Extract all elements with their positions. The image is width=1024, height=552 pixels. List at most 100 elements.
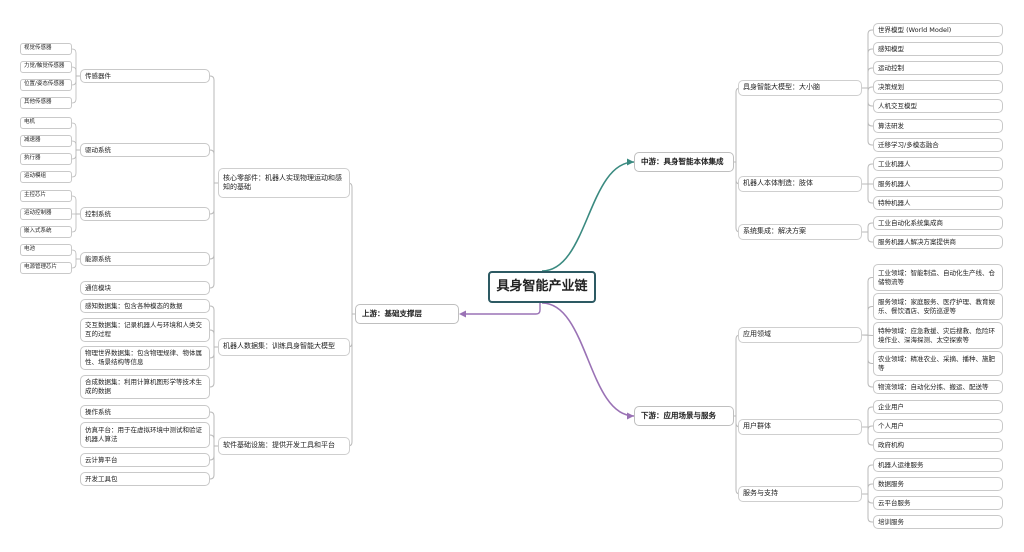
item-text: 服务机器人解决方案提供商 bbox=[878, 237, 956, 246]
services-label: 服务与支持 bbox=[743, 489, 778, 498]
leaf-text: 执行器 bbox=[24, 155, 41, 162]
big-model-item-3[interactable]: 决策规划 bbox=[873, 80, 1003, 94]
leaf-control-2[interactable]: 嵌入式系统 bbox=[20, 226, 72, 238]
root-node[interactable]: 具身智能产业链 bbox=[488, 271, 596, 303]
apps-item-4[interactable]: 物流领域：自动化分拣、搬运、配送等 bbox=[873, 380, 1003, 394]
leaf-control-0[interactable]: 主控芯片 bbox=[20, 190, 72, 202]
software-connector-3 bbox=[209, 445, 218, 480]
sensor-node[interactable]: 传感器件 bbox=[80, 69, 210, 83]
item-text: 工业机器人 bbox=[878, 159, 911, 168]
item-text: 服务领域：家庭服务、医疗护理、教育娱乐、餐饮酒店、安防巡逻等 bbox=[878, 297, 995, 315]
apps-item-0[interactable]: 工业领域：智能制造、自动化生产线、仓储物流等 bbox=[873, 264, 1003, 291]
leaf-sensor-3[interactable]: 其他传感器 bbox=[20, 97, 72, 109]
item-text: 特种领域：应急救援、灾后搜救、危险环境作业、深海探测、太空探索等 bbox=[878, 326, 995, 344]
dataset-node[interactable]: 机器人数据集：训练具身智能大模型 bbox=[218, 338, 350, 356]
apps-item-3[interactable]: 农业领域：精准农业、采摘、播种、施肥等 bbox=[873, 351, 1003, 376]
leaf-text: 电源管理芯片 bbox=[24, 264, 58, 271]
big-model-item-2[interactable]: 运动控制 bbox=[873, 61, 1003, 75]
big-model-node[interactable]: 具身智能大模型：大小脑 bbox=[738, 80, 862, 96]
big-model-item-4[interactable]: 人机交互模型 bbox=[873, 99, 1003, 113]
downstream-node[interactable]: 下游：应用场景与服务 bbox=[634, 406, 734, 426]
services-node[interactable]: 服务与支持 bbox=[738, 486, 862, 502]
dataset-connector-1 bbox=[209, 329, 218, 348]
leaf-energy-1[interactable]: 电源管理芯片 bbox=[20, 262, 72, 274]
leaf-text: 嵌入式系统 bbox=[24, 228, 52, 235]
item-text: 服务机器人 bbox=[878, 179, 911, 188]
integration-node[interactable]: 系统集成：解决方案 bbox=[738, 224, 862, 240]
item-text: 感知模型 bbox=[878, 44, 904, 53]
control-node[interactable]: 控制系统 bbox=[80, 207, 210, 221]
users-item-2[interactable]: 政府机构 bbox=[873, 438, 1003, 452]
users-node[interactable]: 用户群体 bbox=[738, 419, 862, 435]
apps-node[interactable]: 应用领域 bbox=[738, 327, 862, 343]
apps-item-2[interactable]: 特种领域：应急救援、灾后搜救、危险环境作业、深海探测、太空探索等 bbox=[873, 322, 1003, 349]
leaf-drive-2[interactable]: 执行器 bbox=[20, 153, 72, 165]
item-text: 企业用户 bbox=[878, 402, 904, 411]
control-connector-2 bbox=[71, 213, 80, 233]
leaf-text: 电机 bbox=[24, 119, 36, 126]
software-node[interactable]: 软件基础设施：提供开发工具和平台 bbox=[218, 437, 350, 455]
energy-label: 能源系统 bbox=[85, 254, 111, 263]
item-text: 个人用户 bbox=[878, 421, 904, 430]
users-item-1[interactable]: 个人用户 bbox=[873, 419, 1003, 433]
leaf-drive-0[interactable]: 电机 bbox=[20, 117, 72, 129]
body-mfg-item-1[interactable]: 服务机器人 bbox=[873, 177, 1003, 191]
software-item-3[interactable]: 开发工具包 bbox=[80, 472, 210, 486]
midstream-node[interactable]: 中游：具身智能本体集成 bbox=[634, 152, 734, 172]
midstream-connector-0 bbox=[734, 87, 741, 163]
dataset-item-2[interactable]: 物理世界数据集：包含物理规律、物体属性、场景结构等信息 bbox=[80, 346, 210, 370]
core-parts-node[interactable]: 核心零部件：机器人实现物理运动和感知的基础 bbox=[218, 168, 350, 198]
big-model-item-5[interactable]: 算法研发 bbox=[873, 119, 1003, 133]
leaf-sensor-0[interactable]: 视觉传感器 bbox=[20, 43, 72, 55]
comm-node[interactable]: 通信模块 bbox=[80, 281, 210, 295]
big-model-item-1[interactable]: 感知模型 bbox=[873, 42, 1003, 56]
apps-label: 应用领域 bbox=[743, 330, 771, 339]
upstream-label: 上游：基础支撑层 bbox=[362, 308, 422, 318]
software-item-2[interactable]: 云计算平台 bbox=[80, 453, 210, 467]
leaf-sensor-1[interactable]: 力觉/触觉传感器 bbox=[20, 61, 72, 73]
item-text: 物流领域：自动化分拣、搬运、配送等 bbox=[878, 382, 989, 391]
dataset-item-0[interactable]: 感知数据集：包含各种模态的数据 bbox=[80, 299, 210, 313]
services-item-2[interactable]: 云平台服务 bbox=[873, 496, 1003, 510]
leaf-drive-1[interactable]: 减速器 bbox=[20, 135, 72, 147]
core-connector-0 bbox=[209, 75, 218, 184]
body-mfg-item-0[interactable]: 工业机器人 bbox=[873, 157, 1003, 171]
sensor-connector-0 bbox=[71, 48, 80, 77]
leaf-drive-3[interactable]: 运动模组 bbox=[20, 171, 72, 183]
users-item-0[interactable]: 企业用户 bbox=[873, 400, 1003, 414]
leaf-sensor-2[interactable]: 位置/姿态传感器 bbox=[20, 79, 72, 91]
big-model-item-0[interactable]: 世界模型 (World Model) bbox=[873, 23, 1003, 37]
item-text: 数据服务 bbox=[878, 479, 904, 488]
leaf-control-1[interactable]: 运动控制器 bbox=[20, 208, 72, 220]
software-item-1[interactable]: 仿真平台：用于在虚拟环境中测试和验证机器人算法 bbox=[80, 422, 210, 448]
upstream-node[interactable]: 上游：基础支撑层 bbox=[355, 304, 459, 324]
drive-connector-3 bbox=[71, 149, 80, 178]
leaf-text: 视觉传感器 bbox=[24, 45, 52, 52]
dataset-item-text: 感知数据集：包含各种模态的数据 bbox=[85, 301, 183, 310]
integration-item-0[interactable]: 工业自动化系统集成商 bbox=[873, 216, 1003, 230]
apps-item-1[interactable]: 服务领域：家庭服务、医疗护理、教育娱乐、餐饮酒店、安防巡逻等 bbox=[873, 293, 1003, 320]
upstream-arrow bbox=[459, 310, 466, 318]
leaf-energy-0[interactable]: 电池 bbox=[20, 244, 72, 256]
services-item-0[interactable]: 机器人运维服务 bbox=[873, 458, 1003, 472]
energy-node[interactable]: 能源系统 bbox=[80, 252, 210, 266]
dataset-item-3[interactable]: 合成数据集：利用计算机图形学等技术生成的数据 bbox=[80, 375, 210, 399]
services-item-1[interactable]: 数据服务 bbox=[873, 477, 1003, 491]
body-mfg-node[interactable]: 机器人本体制造：肢体 bbox=[738, 176, 862, 192]
downstream-label: 下游：应用场景与服务 bbox=[641, 410, 716, 420]
dataset-item-1[interactable]: 交互数据集：记录机器人与环境和人类交互的过程 bbox=[80, 318, 210, 342]
big-model-item-6[interactable]: 迁移学习/多模态融合 bbox=[873, 138, 1003, 152]
integration-item-1[interactable]: 服务机器人解决方案提供商 bbox=[873, 235, 1003, 249]
software-item-text: 操作系统 bbox=[85, 407, 111, 416]
drive-node[interactable]: 驱动系统 bbox=[80, 143, 210, 157]
root-to-upstream-line bbox=[465, 303, 541, 315]
body-mfg-item-2[interactable]: 特种机器人 bbox=[873, 196, 1003, 210]
energy-connector-1 bbox=[71, 258, 80, 269]
upstream-connector-0 bbox=[347, 182, 355, 315]
leaf-text: 力觉/触觉传感器 bbox=[24, 63, 65, 70]
software-item-0[interactable]: 操作系统 bbox=[80, 405, 210, 419]
services-item-3[interactable]: 培训服务 bbox=[873, 515, 1003, 529]
big-model-label: 具身智能大模型：大小脑 bbox=[743, 83, 820, 92]
upstream-connector-2 bbox=[347, 313, 355, 447]
item-text: 算法研发 bbox=[878, 121, 904, 130]
